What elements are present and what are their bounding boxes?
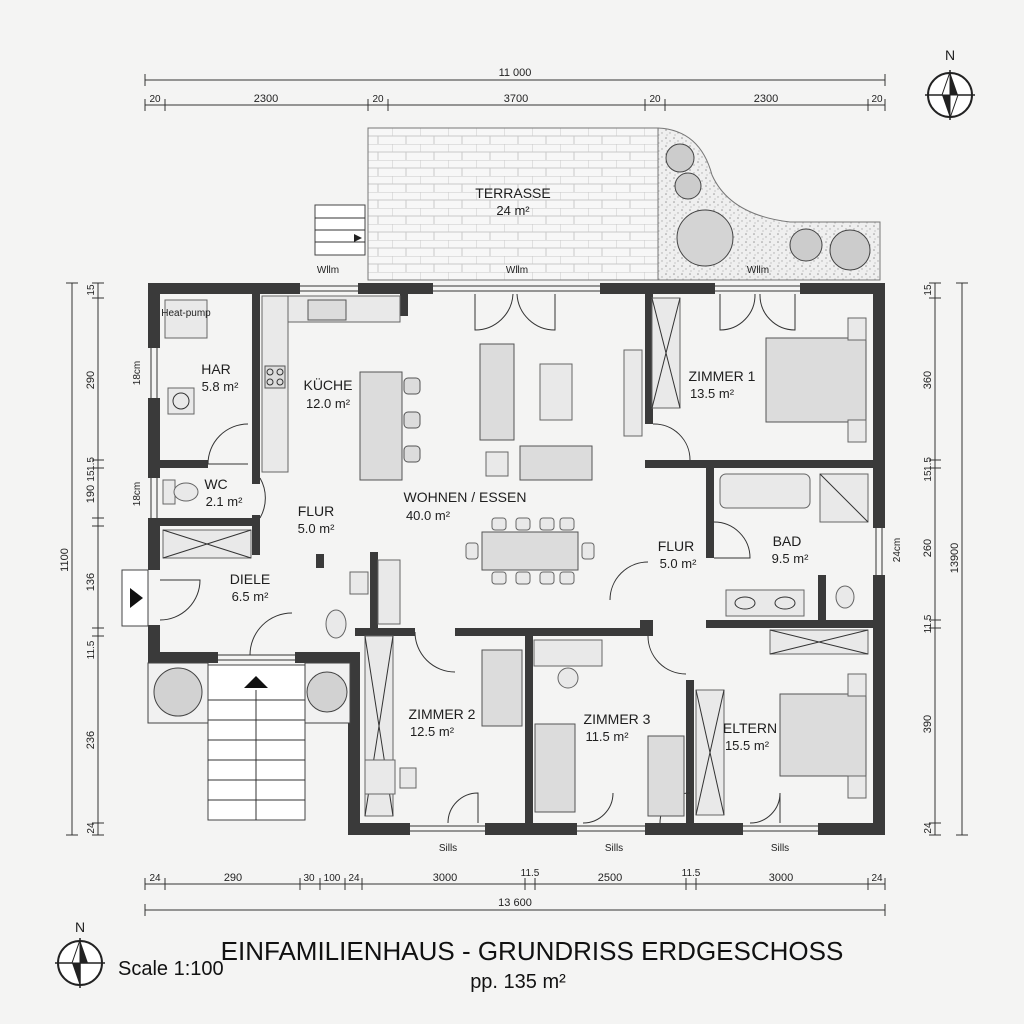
interior-walls: [160, 294, 875, 823]
entry-marker[interactable]: [121, 569, 149, 627]
dim-bottom-6: 11.5: [521, 868, 540, 879]
sill-label-1: Sills: [439, 843, 457, 854]
bush-icon: [306, 671, 348, 713]
dim-bottom-8: 11.5: [682, 868, 701, 879]
dim-left-5: 136: [85, 573, 97, 591]
wc-area: 2.1 m²: [206, 494, 244, 509]
diele-name: DIELE: [230, 571, 270, 587]
entry-stairs: [147, 662, 351, 821]
dim-left-wall-2: 18cm: [132, 482, 143, 506]
kueche-area: 12.0 m²: [306, 396, 351, 411]
diele-area: 6.5 m²: [232, 589, 270, 604]
dim-left-4: 190: [85, 485, 97, 503]
dim-right-total: 13900: [949, 543, 961, 574]
room-labels: HAR 5.8 m² KÜCHE 12.0 m² WOHNEN / ESSEN …: [201, 361, 809, 753]
flur2-area: 5.0 m²: [660, 556, 698, 571]
zimmer2-name: ZIMMER 2: [409, 706, 476, 722]
dim-left-8: 24: [86, 822, 97, 834]
dim-left-6: 11.5: [86, 640, 97, 659]
heatpump-label: Heat-pump: [161, 308, 211, 319]
sill-label-3: Sills: [771, 843, 789, 854]
dim-top-2: 20: [372, 94, 384, 105]
zimmer1-name: ZIMMER 1: [689, 368, 756, 384]
page-subtitle: pp. 135 m²: [470, 971, 566, 993]
terrace-area: 24 m²: [496, 203, 530, 218]
zimmer2-area: 12.5 m²: [410, 724, 455, 739]
dim-right-2: 1.5: [923, 457, 934, 471]
north-label-bottom: N: [75, 919, 85, 935]
dim-top-5: 2300: [754, 93, 778, 105]
dim-right-0: 15: [923, 284, 934, 296]
dim-left-2: 1.5: [86, 457, 97, 471]
dim-left-1: 290: [85, 371, 97, 389]
furniture: Heat-pump: [161, 295, 869, 817]
har-area: 5.8 m²: [202, 379, 240, 394]
kueche-name: KÜCHE: [303, 376, 352, 393]
dim-bottom-9: 3000: [769, 872, 793, 884]
bush-icon: [665, 143, 871, 271]
dim-left-7: 236: [85, 731, 97, 749]
zimmer3-name: ZIMMER 3: [584, 711, 651, 727]
scale-label: Scale 1:100: [118, 958, 224, 980]
right-dimensions: 15 360 1.5 15 260 11.5 390 24 13900 24cm: [892, 282, 968, 836]
north-arrow-top: N: [925, 47, 975, 120]
page-title: EINFAMILIENHAUS - GRUNDRISS ERDGESCHOSS: [221, 936, 844, 966]
bottom-dimensions: 24 290 30 100 24 3000 11.5 2500 11.5 300…: [144, 868, 886, 916]
wohnen-area: 40.0 m²: [406, 508, 451, 523]
dim-bottom-1: 290: [224, 872, 242, 884]
zimmer3-area: 11.5 m²: [585, 729, 629, 744]
eltern-area: 15.5 m²: [725, 738, 770, 753]
eltern-name: ELTERN: [723, 720, 777, 736]
flur1-area: 5.0 m²: [298, 521, 336, 536]
dim-left-wall-1: 18cm: [132, 361, 143, 385]
top-steps: [314, 204, 366, 256]
north-label-top: N: [945, 47, 955, 63]
dim-right-5: 11.5: [923, 614, 934, 633]
window-label-top-mid: Wllm: [506, 265, 528, 276]
dim-bottom-0: 24: [149, 873, 161, 884]
dim-bottom-5: 3000: [433, 872, 457, 884]
dim-right-3: 15: [923, 470, 934, 482]
dim-right-wall: 24cm: [892, 538, 903, 562]
dim-right-1: 360: [922, 371, 934, 389]
dim-left-0: 15: [86, 284, 97, 296]
left-dimensions: 1100 15 290 1.5 15 190 136 11.5 236 24 1…: [59, 282, 143, 836]
dim-left-3: 15: [86, 470, 97, 482]
dim-right-4: 260: [922, 539, 934, 557]
flur2-name: FLUR: [658, 538, 695, 554]
dim-right-6: 390: [922, 715, 934, 733]
dim-top-6: 20: [871, 94, 883, 105]
flur1-name: FLUR: [298, 503, 335, 519]
har-name: HAR: [201, 361, 231, 377]
dim-left-total: 1100: [59, 548, 71, 572]
bush-icon: [153, 667, 203, 717]
top-dimensions: 11 000 20 2300 20 3700 20 2300 20: [144, 67, 886, 111]
dim-bottom-total: 13 600: [498, 897, 532, 909]
dim-top-0: 20: [149, 94, 161, 105]
north-arrow-bottom: N: [55, 919, 105, 988]
exterior-walls: [148, 283, 885, 835]
bad-area: 9.5 m²: [772, 551, 810, 566]
dim-bottom-2: 30: [303, 873, 315, 884]
dim-right-7: 24: [923, 822, 934, 834]
dim-bottom-10: 24: [871, 873, 883, 884]
zimmer1-area: 13.5 m²: [690, 386, 735, 401]
dim-top-4: 20: [649, 94, 661, 105]
dim-top-total: 11 000: [499, 67, 532, 79]
dim-bottom-4: 24: [348, 873, 360, 884]
wohnen-name: WOHNEN / ESSEN: [404, 489, 527, 505]
dim-bottom-7: 2500: [598, 872, 622, 884]
terrace-name: TERRASSE: [475, 185, 550, 201]
bad-name: BAD: [773, 533, 802, 549]
sill-label-2: Sills: [605, 843, 623, 854]
window-label-top-right: Wllm: [747, 265, 769, 276]
window-label-top-left: Wllm: [317, 265, 339, 276]
wc-name: WC: [204, 476, 227, 492]
terrace: TERRASSE 24 m²: [367, 127, 881, 281]
dim-bottom-3: 100: [324, 873, 341, 884]
dim-top-3: 3700: [504, 93, 528, 105]
dim-top-1: 2300: [254, 93, 278, 105]
